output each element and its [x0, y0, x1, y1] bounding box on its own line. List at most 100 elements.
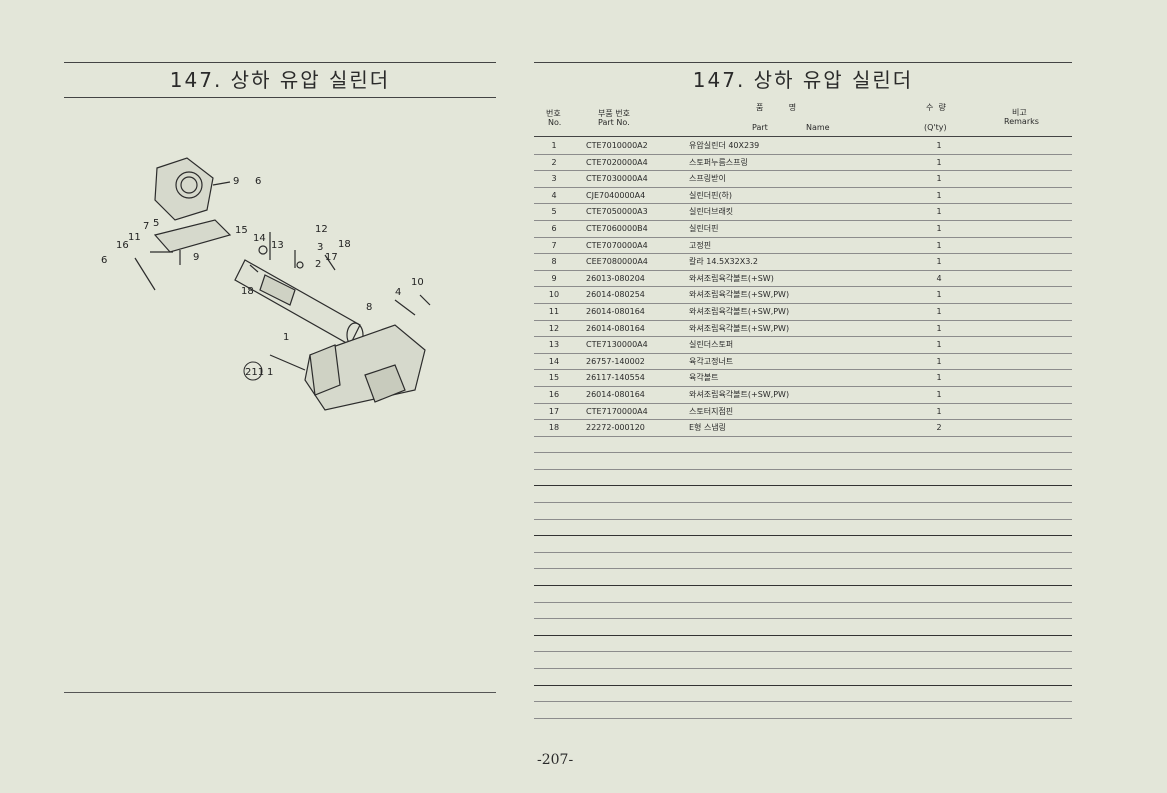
- header-no-en: No.: [548, 118, 562, 127]
- cell-part-number: CTE7010000A2: [586, 141, 648, 150]
- cell-part-name: 스토퍼누름스프링: [689, 157, 748, 167]
- cell-no: 14: [548, 356, 560, 366]
- cell-qty: 1: [936, 373, 942, 383]
- callout-label: 14: [253, 233, 266, 244]
- cell-part-number: 26014-080164: [586, 306, 645, 316]
- cell-part-number: CTE7030000A4: [586, 174, 648, 184]
- cell-part-number: 26013-080204: [586, 273, 645, 283]
- callout-label: 6: [101, 255, 107, 266]
- cell-part-name: 육각볼트: [689, 373, 719, 383]
- callout-label: 17: [325, 252, 338, 263]
- cell-part-name: 실린더브래킷: [689, 207, 734, 217]
- blank-table-row: [534, 470, 1072, 487]
- cell-qty: 1: [936, 290, 942, 300]
- cell-no: 3: [551, 174, 557, 184]
- blank-table-row: [534, 437, 1072, 454]
- callout-label: 18: [338, 239, 351, 250]
- callout-label: 6: [255, 176, 261, 187]
- cell-qty: 1: [936, 389, 942, 399]
- cell-qty: 1: [936, 174, 942, 184]
- header-name-en-name: Name: [806, 123, 830, 132]
- callout-label: 12: [315, 224, 328, 235]
- cell-part-name: 와셔조립육각볼트(+SW,PW): [689, 323, 790, 333]
- cell-qty: 1: [936, 323, 942, 333]
- callout-label: 8: [366, 302, 372, 313]
- cell-part-name: 육각고정너트: [689, 356, 734, 366]
- cell-part-number: CTE7050000A3: [586, 207, 648, 217]
- cell-no: 8: [551, 257, 557, 267]
- callout-label: 9: [233, 176, 239, 187]
- header-no-ko: 번호: [546, 109, 561, 118]
- cell-no: 9: [551, 273, 557, 283]
- cell-part-name: 와셔조립육각볼트(+SW,PW): [689, 290, 790, 300]
- cell-no: 10: [548, 290, 560, 300]
- blank-table-row: [534, 702, 1072, 719]
- cell-qty: 1: [936, 406, 942, 416]
- header-name-ko: 품 명: [756, 103, 797, 112]
- cell-qty: 1: [936, 207, 942, 217]
- cell-part-name: 스프링받이: [689, 174, 726, 184]
- callout-label: 2: [315, 259, 321, 270]
- cell-part-name: 실린더스토퍼: [689, 340, 734, 350]
- cell-no: 16: [548, 389, 560, 399]
- cell-qty: 1: [936, 190, 942, 200]
- cell-part-number: 26117-140554: [586, 373, 645, 383]
- callout-label: 7: [143, 221, 149, 232]
- callout-label: 1: [283, 332, 289, 343]
- exploded-parts-diagram: 9 6 12 15 14 13 3 18 7 5 11 16 6 9 17 2 …: [101, 157, 431, 411]
- blank-table-row: [534, 486, 1072, 504]
- callout-label: 4: [395, 287, 401, 298]
- table-row: 3 CTE7030000A4 스프링받이 1: [534, 171, 1072, 188]
- callout-label: 15: [235, 225, 248, 236]
- cell-part-number: 26014-080164: [586, 389, 645, 399]
- cell-qty: 1: [936, 157, 942, 167]
- table-row: 15 26117-140554 육각볼트 1: [534, 370, 1072, 387]
- blank-table-row: [534, 652, 1072, 669]
- cell-part-name: 스토터지점핀: [689, 406, 734, 416]
- callout-label: 5: [153, 218, 159, 229]
- callout-label: 9: [193, 252, 199, 263]
- callout-label: 13: [271, 240, 284, 251]
- cell-no: 1: [551, 141, 557, 150]
- cell-no: 6: [551, 223, 557, 233]
- table-row: 8 CEE7080000A4 칼라 14.5X32X3.2 1: [534, 254, 1072, 271]
- cell-part-number: CTE7170000A4: [586, 406, 648, 416]
- blank-table-row: [534, 619, 1072, 636]
- left-bottom-rule: [64, 692, 496, 693]
- cell-no: 5: [551, 207, 557, 217]
- cell-part-number: CEE7080000A4: [586, 257, 648, 267]
- cell-qty: 1: [936, 141, 942, 150]
- cell-part-name: 와셔조립육각볼트(+SW): [689, 273, 774, 283]
- cell-no: 11: [548, 306, 560, 316]
- cell-part-number: CJE7040000A4: [586, 190, 646, 200]
- cell-part-number: 26014-080164: [586, 323, 645, 333]
- header-part-ko: 부품 번호: [598, 109, 630, 118]
- table-row: 5 CTE7050000A3 실린더브래킷 1: [534, 204, 1072, 221]
- cell-part-name: 칼라 14.5X32X3.2: [689, 257, 758, 267]
- callout-label: 11: [128, 232, 141, 243]
- cell-no: 15: [548, 373, 560, 383]
- cell-part-name: E형 스냅링: [689, 423, 727, 433]
- parts-table-header: 번호 No. 부품 번호 Part No. 품 명 Part Name 수 량 …: [534, 100, 1072, 137]
- cell-qty: 1: [936, 223, 942, 233]
- cell-no: 18: [548, 423, 560, 433]
- cell-no: 4: [551, 190, 557, 200]
- cell-qty: 1: [936, 257, 942, 267]
- header-part-en: Part No.: [598, 118, 630, 127]
- header-remarks-ko: 비고: [1012, 108, 1027, 117]
- blank-table-row: [534, 569, 1072, 587]
